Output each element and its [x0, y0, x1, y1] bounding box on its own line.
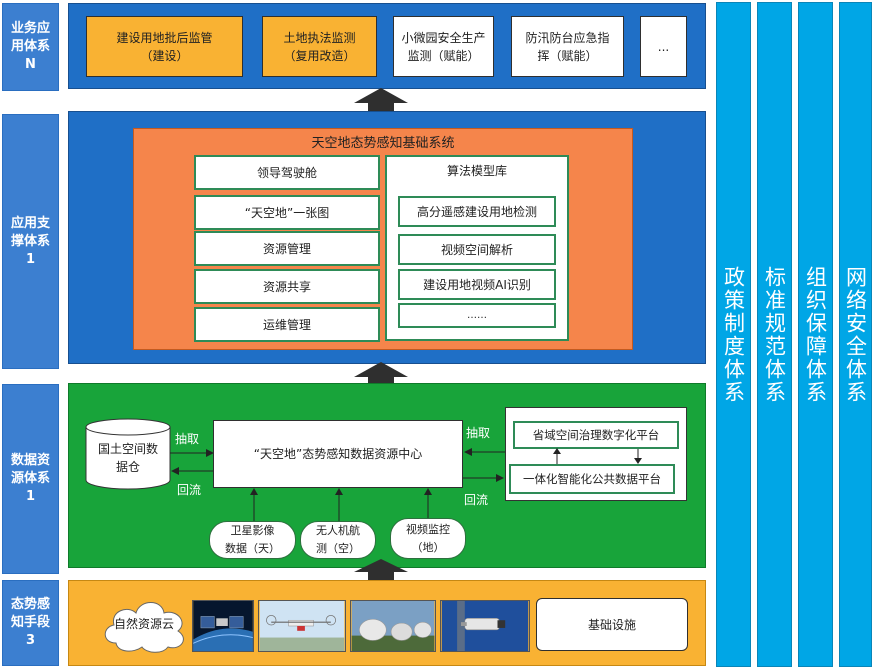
- source-satellite-imagery: 卫星影像 数据（天）: [209, 521, 296, 559]
- layer-label-support: 应用支 撑体系 1: [2, 114, 59, 369]
- drone-photo: [258, 600, 346, 652]
- layer-label-business: 业务应 用体系 N: [2, 3, 59, 91]
- national-spatial-data-warehouse: 国土空间数 据仓: [97, 442, 158, 474]
- module-ops-management: 运维管理: [194, 307, 380, 342]
- module-resource-management: 资源管理: [194, 231, 380, 266]
- provincial-spatial-governance-platform: 省域空间治理数字化平台: [513, 421, 679, 449]
- extract-left-arrow-icon: [170, 449, 214, 457]
- return-right-label: 回流: [464, 493, 489, 507]
- side-column-organization: 组织保障体系: [798, 2, 833, 667]
- module-resource-sharing: 资源共享: [194, 269, 380, 304]
- up-arrow-icon: [354, 559, 408, 587]
- side-column-policy: 政策制度体系: [716, 2, 751, 667]
- algo-more: ……: [398, 303, 556, 328]
- extract-right-label: 抽取: [466, 426, 491, 440]
- business-item-land-enforcement: 土地执法监测 （复用改造）: [262, 16, 377, 77]
- business-item-construction-supervision: 建设用地批后监管 （建设）: [86, 16, 243, 77]
- return-right-arrow-icon: [463, 474, 504, 482]
- data-resource-center: “天空地”态势感知数据资源中心: [213, 420, 463, 488]
- satellite-photo: [192, 600, 254, 652]
- business-item-flood-command: 防汛防台应急指 挥（赋能）: [511, 16, 624, 77]
- algo-video-ai-recognition: 建设用地视频AI识别: [398, 269, 556, 300]
- business-item-more: ...: [640, 16, 687, 77]
- extract-left-label: 抽取: [175, 432, 200, 446]
- side-column-network-security: 网络安全体系: [839, 2, 872, 667]
- extract-right-arrow-icon: [464, 448, 505, 456]
- source-arrows-icon: [250, 488, 432, 522]
- surveillance-camera-photo: [440, 600, 530, 652]
- business-item-safety-monitoring: 小微园安全生产 监测（赋能）: [393, 16, 494, 77]
- platform-sync-arrows-icon: [553, 448, 642, 464]
- module-one-map: “天空地”一张图: [194, 195, 380, 230]
- module-cockpit: 领导驾驶舱: [194, 155, 380, 190]
- support-system-title: 天空地态势感知基础系统: [311, 136, 455, 151]
- return-left-arrow-icon: [171, 467, 215, 475]
- source-drone-survey: 无人机航 测（空）: [300, 521, 376, 559]
- up-arrow-icon: [354, 362, 408, 396]
- cloud-icon: [104, 602, 184, 653]
- database-cylinder-icon: [85, 418, 171, 490]
- satellite-dish-photo: [350, 600, 436, 652]
- algo-remote-sensing-detection: 高分遥感建设用地检测: [398, 196, 556, 227]
- side-column-standards: 标准规范体系: [757, 2, 792, 667]
- layer-label-data: 数据资 源体系 1: [2, 384, 59, 574]
- infrastructure-box: 基础设施: [536, 598, 688, 651]
- integrated-public-data-platform: 一体化智能化公共数据平台: [509, 464, 675, 494]
- source-video-surveillance: 视频监控 （地）: [390, 518, 466, 559]
- algorithm-library-title: 算法模型库: [446, 164, 507, 178]
- natural-resources-cloud: 自然资源云: [113, 617, 174, 631]
- layer-label-sensing: 态势感 知手段 3: [2, 580, 59, 666]
- return-left-label: 回流: [177, 483, 202, 497]
- up-arrow-icon: [354, 88, 408, 122]
- algo-video-spatial-analysis: 视频空间解析: [398, 234, 556, 265]
